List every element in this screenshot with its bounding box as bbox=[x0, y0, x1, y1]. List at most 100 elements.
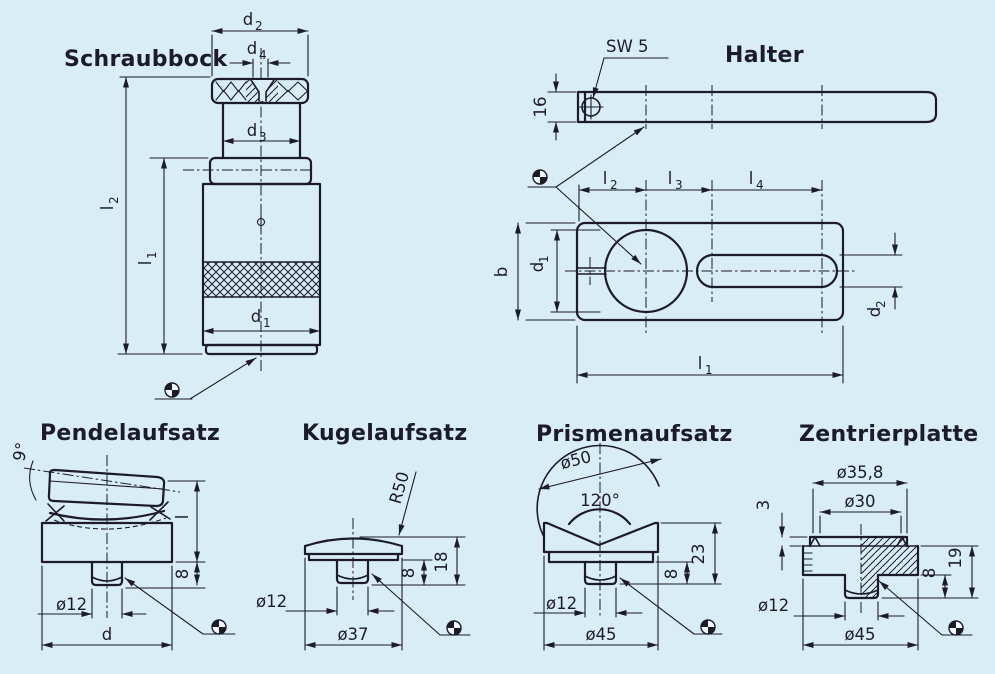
svg-text:1: 1 bbox=[705, 363, 713, 377]
svg-text:23: 23 bbox=[689, 544, 708, 565]
dim-label-d1: d bbox=[251, 307, 261, 326]
datum-target-icon bbox=[619, 577, 723, 635]
svg-text:16: 16 bbox=[531, 97, 550, 118]
dim-label-8: 8 bbox=[920, 568, 939, 579]
svg-text:8: 8 bbox=[920, 568, 939, 579]
extension-line bbox=[812, 488, 908, 534]
sphere-seat bbox=[567, 508, 632, 526]
svg-text:2: 2 bbox=[874, 300, 888, 308]
dim-label-3: 3 bbox=[754, 500, 773, 511]
extension-line bbox=[41, 565, 173, 651]
dim-label-l3: l bbox=[668, 169, 673, 188]
kugelaufsatz-view: Kugelaufsatz R50 8 18 ø12 ø37 bbox=[256, 421, 471, 651]
extension-line bbox=[117, 76, 211, 355]
svg-text:2: 2 bbox=[107, 196, 121, 204]
prismenaufsatz-view: Prismenaufsatz ø50 120° 23 8 ø12 bbox=[533, 422, 733, 651]
part-title-pendel: Pendelaufsatz bbox=[40, 421, 220, 446]
svg-text:19: 19 bbox=[946, 548, 965, 569]
dim-label-8: 8 bbox=[399, 568, 418, 579]
dim-line-dia50 bbox=[538, 458, 662, 490]
svg-text:l: l bbox=[173, 515, 192, 520]
dim-label-l2: l 2 bbox=[98, 196, 121, 210]
dim-label-23: 23 bbox=[689, 544, 708, 565]
dim-label-angle: 9° bbox=[9, 441, 31, 463]
dim-label-d2: d 2 bbox=[865, 300, 888, 317]
dim-label-16: 16 bbox=[531, 97, 550, 118]
extension-line bbox=[304, 557, 403, 651]
knurl-band bbox=[204, 262, 319, 297]
extension-line bbox=[789, 536, 808, 547]
slit bbox=[576, 267, 607, 275]
schraubbock-view: Schraubbock d 2 d 4 d bbox=[64, 10, 322, 400]
dim-label-8: 8 bbox=[662, 569, 681, 580]
datum-target-icon bbox=[878, 580, 973, 636]
foot bbox=[204, 343, 319, 356]
datum-target-icon bbox=[371, 573, 471, 636]
centerline bbox=[589, 180, 823, 333]
knurl-zigzag bbox=[215, 81, 247, 93]
datum-target-icon bbox=[154, 357, 257, 400]
leader-line bbox=[398, 471, 417, 536]
svg-text:3: 3 bbox=[259, 130, 267, 144]
stud-chamfer bbox=[91, 576, 123, 582]
seat-edge bbox=[48, 509, 166, 521]
dim-label-d2: d bbox=[243, 10, 253, 29]
extension-line bbox=[839, 254, 903, 288]
flange bbox=[547, 550, 655, 564]
dim-label-d4: d bbox=[247, 39, 257, 58]
dim-label-l2: l bbox=[603, 169, 608, 188]
dim-label-dia12: ø12 bbox=[758, 596, 789, 615]
svg-text:8: 8 bbox=[399, 568, 418, 579]
extension-line bbox=[525, 222, 576, 321]
svg-text:d: d bbox=[528, 262, 547, 272]
bar-side-view bbox=[576, 90, 938, 124]
section-hatch bbox=[861, 538, 917, 597]
dim-label-l4: l bbox=[749, 169, 754, 188]
dim-label-dia12: ø12 bbox=[256, 592, 287, 611]
svg-text:18: 18 bbox=[432, 552, 451, 573]
svg-text:3: 3 bbox=[675, 178, 683, 192]
v-block bbox=[542, 521, 660, 554]
stud bbox=[90, 560, 124, 587]
screw-crosshair bbox=[578, 94, 604, 120]
body bbox=[40, 521, 174, 564]
svg-text:4: 4 bbox=[259, 48, 267, 62]
svg-text:l: l bbox=[136, 261, 155, 266]
dome-disc bbox=[303, 537, 404, 562]
part-title-schraubbock: Schraubbock bbox=[64, 47, 229, 72]
pendelaufsatz-view: Pendelaufsatz 9° l 8 ø12 bbox=[9, 421, 236, 651]
dim-label-8: 8 bbox=[173, 569, 192, 580]
part-title-halter: Halter bbox=[725, 43, 804, 68]
pivot-cap bbox=[47, 468, 166, 508]
dim-label-19: 19 bbox=[946, 548, 965, 569]
dim-label-b: b bbox=[492, 267, 511, 277]
extension-line bbox=[211, 34, 309, 77]
disc bbox=[801, 544, 920, 577]
part-title-prismen: Prismenaufsatz bbox=[536, 422, 733, 447]
knurl-zigzag bbox=[215, 89, 247, 101]
extension-line bbox=[543, 555, 659, 651]
stud-chamfer bbox=[336, 574, 369, 580]
part-title-zentrier: Zentrierplatte bbox=[799, 422, 979, 447]
stud bbox=[843, 573, 880, 600]
dim-label-d: d bbox=[102, 625, 112, 644]
stud-chamfer bbox=[584, 575, 617, 581]
lip-serration bbox=[809, 535, 908, 547]
knurl-band-edges bbox=[202, 261, 321, 298]
dim-label-l: l bbox=[173, 515, 192, 520]
svg-text:4: 4 bbox=[756, 178, 764, 192]
dim-label-dia12: ø12 bbox=[56, 595, 87, 614]
wrench-size-label: SW 5 bbox=[606, 37, 649, 56]
dim-label-18: 18 bbox=[432, 552, 451, 573]
cap-edge bbox=[49, 480, 164, 490]
leader-line bbox=[592, 57, 669, 99]
knurl-zigzag bbox=[277, 89, 309, 101]
dim-label-dia37: ø37 bbox=[337, 625, 368, 644]
svg-text:1: 1 bbox=[537, 255, 551, 263]
centerline bbox=[645, 85, 823, 129]
stud-chamfer bbox=[844, 589, 879, 595]
dim-label-d1: d 1 bbox=[528, 255, 551, 272]
svg-text:8: 8 bbox=[173, 569, 192, 580]
halter-view: Halter SW 5 16 l 2 l 3 l 4 bbox=[492, 37, 938, 384]
